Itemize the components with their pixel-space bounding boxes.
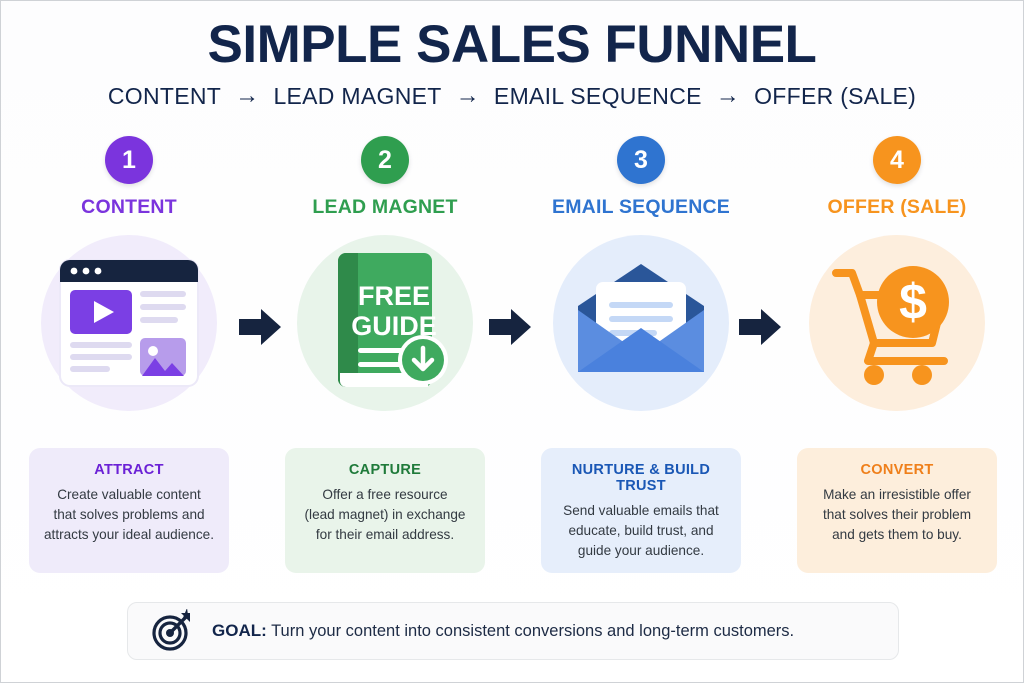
goal-bar: GOAL: Turn your content into consistent … [127,602,899,660]
shopping-cart-dollar-icon: $ [832,265,949,385]
step-email-sequence: 3 EMAIL SEQUENCE [513,136,769,436]
goal-label: GOAL: [212,621,267,640]
card-title-4: CONVERT [860,462,934,478]
card-nurture: NURTURE & BUILD TRUST Send valuable emai… [541,448,741,573]
step-number-badge-3: 3 [617,136,665,184]
step-label-2: LEAD MAGNET [312,196,458,218]
browser-content-icon [59,258,199,387]
card-col-4: CONVERT Make an irresistible offer that … [769,448,1023,573]
card-text-line: that solves their problem [822,507,972,523]
open-envelope-icon [578,264,704,372]
flow-step-3: EMAIL SEQUENCE [493,82,702,109]
flow-step-1: CONTENT [107,82,222,109]
target-arrow-icon [152,609,190,651]
arrow-right-icon: → [455,82,480,110]
card-text-2: Offer a free resource (lead magnet) in e… [295,485,475,545]
step-label-1: CONTENT [81,196,177,218]
step-content: 1 CONTENT [1,136,257,436]
step-label-4: OFFER (SALE) [827,196,967,218]
card-text-line: attracts your ideal audience. [43,527,215,543]
card-text-line: guide your audience. [577,543,705,559]
header: SIMPLE SALES FUNNEL CONTENT → LEAD MAGNE… [1,1,1023,110]
flow-subtitle: CONTENT → LEAD MAGNET → EMAIL SEQUENCE →… [1,83,1023,110]
goal-text: GOAL: Turn your content into consistent … [212,621,794,641]
step-icon-circle-1 [41,235,217,411]
flow-step-2: LEAD MAGNET [273,82,442,109]
card-text-line: educate, build trust, and [568,523,714,539]
card-text-line: for their email address. [315,527,455,543]
card-attract: ATTRACT Create valuable content that sol… [29,448,229,573]
step-icon-circle-2: FREE GUIDE [297,235,473,411]
card-title-2: CAPTURE [348,462,422,478]
card-text-line: and gets them to buy. [832,527,962,543]
flow-arrow-icon-2 [489,309,531,345]
step-number-badge-1: 1 [105,136,153,184]
card-text-line: Offer a free resource [322,487,448,502]
goal-message: Turn your content into consistent conver… [271,622,795,640]
step-lead-magnet: 2 LEAD MAGNET FREE GUIDE [257,136,513,436]
step-label-3: EMAIL SEQUENCE [552,196,730,218]
svg-text:$: $ [899,274,927,330]
card-col-2: CAPTURE Offer a free resource (lead magn… [257,448,513,573]
cards-row: ATTRACT Create valuable content that sol… [1,448,1023,573]
step-number-badge-4: 4 [873,136,921,184]
step-number-badge-2: 2 [361,136,409,184]
card-col-3: NURTURE & BUILD TRUST Send valuable emai… [513,448,769,573]
arrow-right-icon: → [235,82,260,110]
step-offer-sale: 4 OFFER (SALE) $ [769,136,1023,436]
card-text-line: Create valuable content [57,487,201,502]
card-text-line: Send valuable emails that [563,503,719,518]
book-line-1: FREE [358,281,430,311]
step-icon-circle-3 [553,235,729,411]
flow-arrow-icon-3 [739,309,781,345]
card-capture: CAPTURE Offer a free resource (lead magn… [285,448,485,573]
flow-arrow-icon-1 [239,309,281,345]
steps-row: 1 CONTENT [1,136,1023,436]
arrow-right-icon: → [715,82,741,110]
card-title-3: NURTURE & BUILD TRUST [571,462,711,494]
card-text-1: Create valuable content that solves prob… [39,485,219,545]
card-text-line: Make an irresistible offer [823,487,971,502]
card-col-1: ATTRACT Create valuable content that sol… [1,448,257,573]
card-text-line: (lead magnet) in exchange [304,507,466,523]
card-text-4: Make an irresistible offer that solves t… [807,485,987,545]
flow-step-4: OFFER (SALE) [754,82,917,109]
page-title: SIMPLE SALES FUNNEL [207,15,817,74]
card-convert: CONVERT Make an irresistible offer that … [797,448,997,573]
step-icon-circle-4: $ [809,235,985,411]
card-text-line: that solves problems and [53,507,205,523]
card-text-3: Send valuable emails that educate, build… [551,501,731,561]
free-guide-book-icon: FREE GUIDE [338,253,448,387]
card-title-1: ATTRACT [94,462,164,478]
